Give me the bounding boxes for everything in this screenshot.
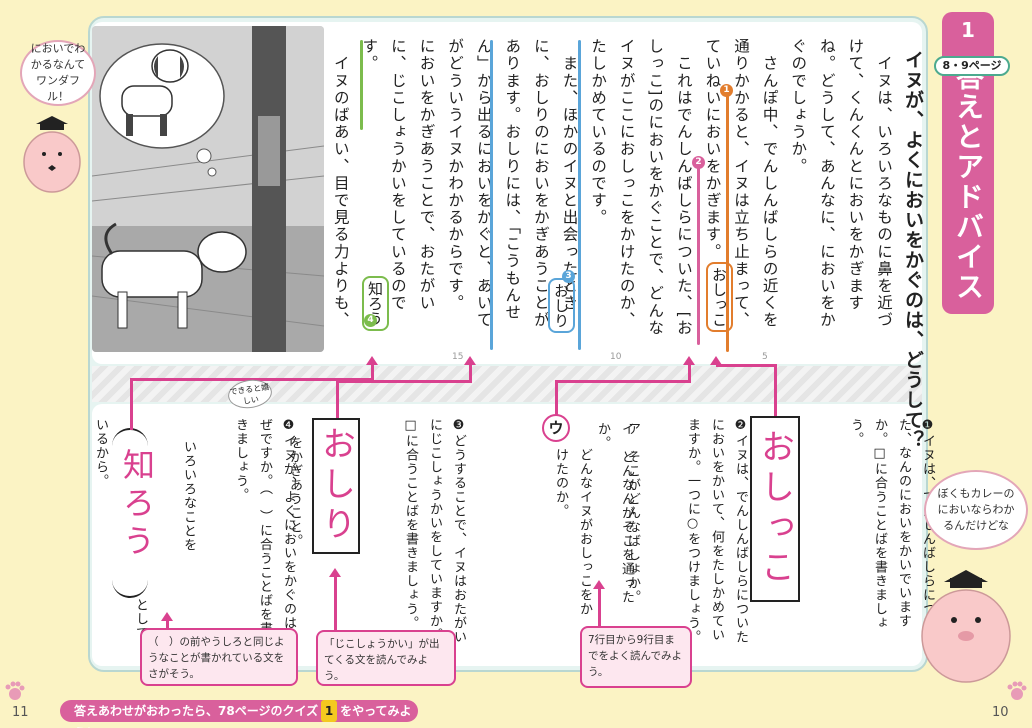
question-1: ❶イヌは、でんしんばしらについた、なんのにおいをかいでいますか。□に合うことばを… [843,418,939,648]
marker-2: 2 [692,156,705,169]
page-number-left: 11 [12,705,29,720]
footer-banner: 答えあわせがおわったら、78ページのクイズ1をやってみよう！ [60,700,418,728]
question-2: ❷イヌは、でんしんばしらについたにおいをかいて、何をたしかめていますか。一つに○… [680,418,752,648]
paw-left-icon [5,681,25,700]
answer-3-box[interactable]: おしり [312,418,360,554]
story-paragraph: イヌは、いろいろなものに鼻を近づけて、くんくんとにおいをかぎますね。どうして、あ… [789,38,893,329]
connector-3-v [469,364,472,382]
section-number: 1 [961,18,975,42]
question-3-text: どうすることで、イヌはおたがいにじこしょうかいをしていますか。□に合うことばを書… [403,418,466,644]
connector-2-arrow [683,356,695,365]
marker-3: 3 [562,270,575,283]
option-a[interactable]: ア そこがどんなばしょか。 [620,422,644,622]
line-number: 5 [762,352,768,362]
story-paragraph: さんぽ中、でんしんばしらの近くを通りかかると、イヌは立ち止まって、ていねいにおい… [703,38,779,329]
option-i[interactable]: イ どんなんがそこを通ったか。 [590,422,638,622]
question-4-text: イヌが、よくにおいをかぐのはなぜですか。（ ）に合うことばを書きましょう。 [233,418,296,644]
right-speech-bubble: ぼくもカレーのにおいならわかるんだけどな [924,470,1028,550]
hint-2: 「じこしょうかい」が出てくる文を読んでみよう。 [316,630,456,686]
hint-3: 7行目から9行目までをよく読んでみよう。 [580,626,692,688]
highlight-oshiri: おしり [548,278,575,333]
question-3-suffix: をかぎあうこと。 [287,436,302,548]
connector-3 [336,380,339,418]
connector-2 [555,380,558,416]
answer-4-text[interactable]: 知ろう [118,448,156,562]
footer-text-before: 答えあわせがおわったら、78ページのクイズ [74,704,319,718]
divider-band [92,366,922,402]
connector-4 [130,378,133,430]
page-title: 答えとアドバイス [952,62,985,302]
line-number: 10 [610,352,622,362]
marker-line-1 [726,92,729,352]
footer-text-after: をやってみよう！ [74,704,412,728]
hint-2-connector [334,576,337,632]
mascot-left-icon [23,116,81,193]
option-i-label: イ [619,422,634,436]
highlight-oshikko: おしっこ [706,262,733,332]
option-u-text[interactable]: どんなイヌがおしっこをかけたのか。 [553,448,592,616]
hint-2-arrow [329,568,341,577]
answer-2-circle[interactable]: ウ [542,414,570,442]
question-3-number: ❸ [451,418,466,434]
story-paragraph: また、ほかのイヌと出会ったときに、おしりのにおいをかぎあうことがあります。おしり… [446,38,579,329]
question-1-text: イヌは、でんしんばしらについた、なんのにおいをかいでいますか。□に合うことばを書… [848,418,935,630]
connector-1 [774,364,777,416]
question-1-number: ❶ [920,418,935,434]
connector-3-h [336,380,472,383]
connector-4-v [371,364,374,380]
hint-3-arrow [593,580,605,589]
marker-line-4 [360,40,363,130]
story-text: イヌは、いろいろなものに鼻を近づけて、くんくんとにおいをかぎますね。どうして、あ… [217,38,898,338]
connector-2-h [555,380,691,383]
option-i-text: どんなんがそこを通ったか。 [595,422,634,604]
question-4-number: ❹ [281,418,296,434]
dog-illustration [92,26,324,352]
option-a-text: そこがどんなばしょか。 [625,450,640,604]
mascot-right-icon [921,570,1011,683]
dog-sniffing-pole-icon [92,26,324,352]
marker-line-3b [490,40,493,350]
marker-line-3 [578,40,581,350]
question-4-line2: いろいろなことを [181,440,196,552]
hint-3-connector [598,588,601,628]
question-heading: イヌが、よくにおいをかぐのは、どうして？ [902,50,924,450]
line-number: 15 [452,352,464,362]
marker-line-2 [697,165,700,345]
marker-4: 4 [364,314,377,327]
story-paragraph: においをかぎあうことで、おたがいに、じこしょうかいをしているのです。 [360,38,436,312]
answer-1-box[interactable]: おしっこ [750,416,800,602]
question-4-suffix-2: いるから。 [93,418,108,488]
quiz-number-badge: 1 [321,700,338,722]
page-number-right: 10 [992,705,1009,720]
connector-2-v [688,364,691,382]
question-4: ❹イヌが、よくにおいをかぐのはなぜですか。（ ）に合うことばを書きましょう。 [228,418,300,648]
question-2-text: イヌは、でんしんばしらについたにおいをかいて、何をたしかめていますか。一つに○を… [685,418,748,644]
hint-1: （ ）の前やうしろと同じようなことが書かれている文をさがそう。 [140,628,298,686]
hint-1-arrow [161,612,173,621]
question-2-number: ❷ [733,418,748,434]
page-reference: 8・9ページ [934,56,1010,76]
story-paragraph: これはでんしんばしらについた、[おしっこ]のにおいをかぐことで、どんなイヌがここ… [589,38,693,337]
paw-right-icon [1007,681,1027,700]
left-speech-bubble: においでわかるなんてワンダフル！ [20,40,96,106]
connector-1-arrow [710,356,722,365]
connector-4-arrow [366,356,378,365]
connector-3-arrow [464,356,476,365]
marker-1: 1 [720,84,733,97]
option-a-label: ア [625,422,640,436]
connector-1-h [716,364,776,367]
question-3: ❸どうすることで、イヌはおたがいにじこしょうかいをしていますか。□に合うことばを… [398,418,470,648]
